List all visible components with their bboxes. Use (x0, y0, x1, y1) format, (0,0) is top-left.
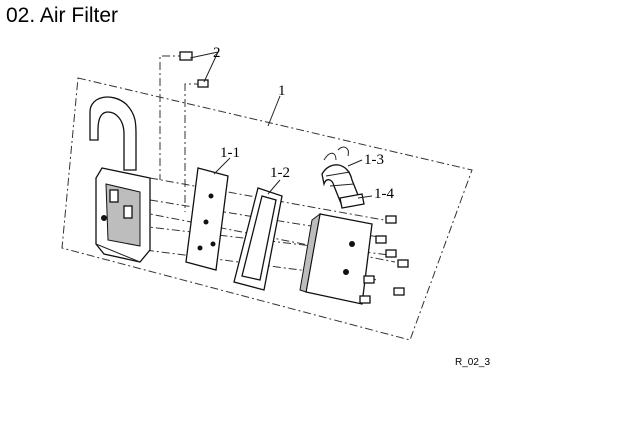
drawing-reference: R_02_3 (455, 357, 491, 368)
screw-guide-line-bottom (184, 83, 202, 212)
screw-part-2 (179, 51, 209, 88)
callout-leaders (189, 51, 373, 199)
page-title: 02. Air Filter (6, 4, 119, 27)
callout-1-3: 1-3 (364, 152, 384, 168)
callout-1-4: 1-4 (374, 186, 394, 202)
callout-1-2: 1-2 (270, 165, 290, 181)
callout-1: 1 (278, 83, 286, 99)
cover-screws (359, 215, 409, 304)
filter-element-1-1 (185, 167, 229, 271)
gasket-1-2 (233, 187, 283, 291)
callout-2: 2 (213, 45, 221, 61)
callout-1-1: 1-1 (220, 145, 240, 161)
air-box-cover (299, 212, 373, 305)
air-box-base (89, 96, 151, 263)
screw-guide-line-top (159, 55, 186, 180)
